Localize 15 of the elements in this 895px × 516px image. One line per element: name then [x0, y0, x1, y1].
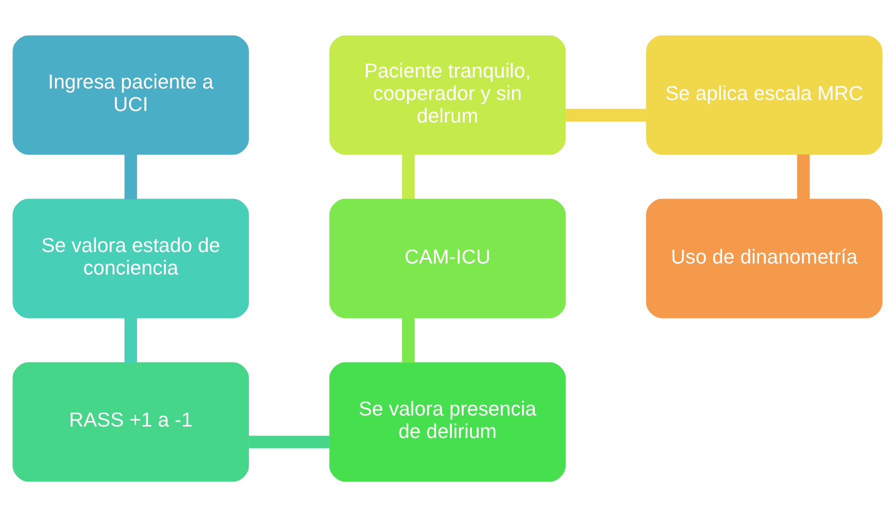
node-box: Paciente tranquilo, cooperador y sin delrum	[329, 34, 566, 154]
connector	[248, 435, 330, 448]
node-box: CAM-ICU	[329, 198, 566, 318]
node-box: Se valora estado de conciencia	[12, 198, 249, 318]
connector	[797, 154, 810, 199]
node-box: Uso de dinanometría	[646, 198, 882, 318]
connector	[402, 154, 415, 199]
connector	[565, 108, 646, 121]
node-box: Ingresa paciente a UCI	[12, 34, 249, 154]
node-box: Se valora presencia de delirium	[329, 362, 566, 482]
connector	[402, 317, 415, 362]
node-box: RASS +1 a -1	[12, 362, 249, 482]
connector	[124, 154, 138, 199]
node-box: Se aplica escala MRC	[646, 34, 882, 154]
connector	[124, 317, 138, 362]
